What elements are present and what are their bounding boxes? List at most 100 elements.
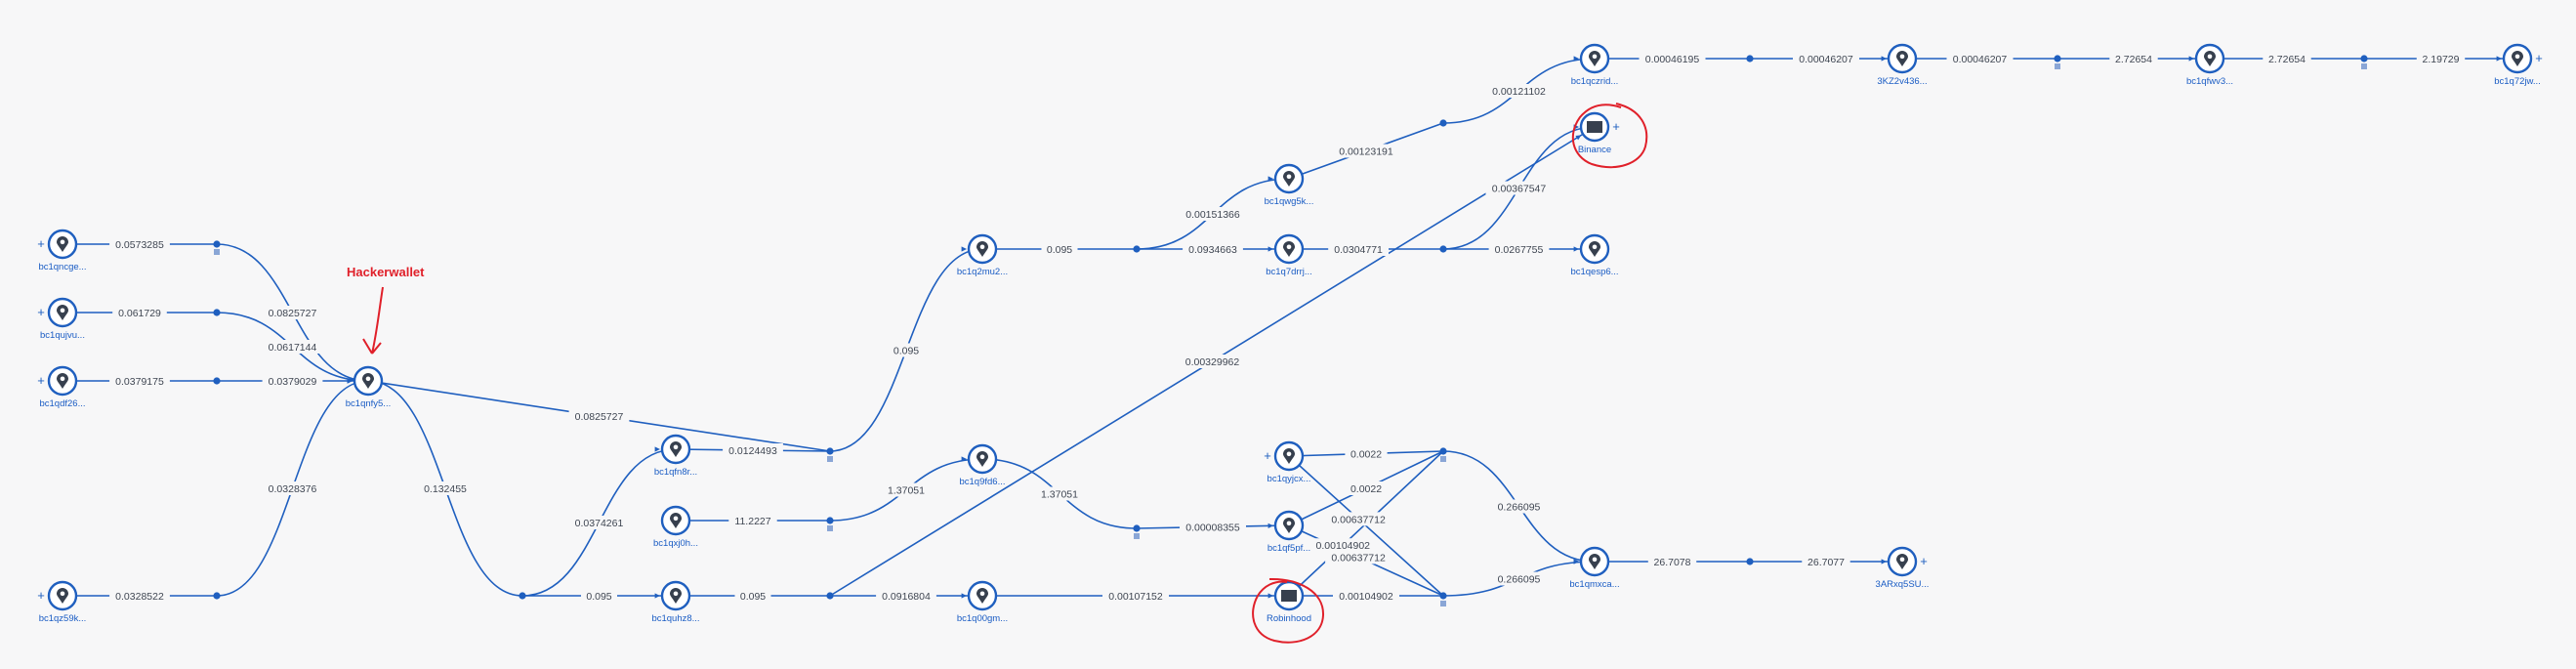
address-node-ring[interactable] (1887, 43, 1918, 74)
address-node-label[interactable]: bc1qwg5k... (1265, 196, 1314, 207)
collapsed-outputs-icon[interactable] (2361, 63, 2367, 69)
transaction-junction-dot[interactable] (213, 377, 221, 385)
address-node-label[interactable]: bc1q9fd6... (959, 477, 1005, 487)
transaction-junction-dot[interactable] (1439, 592, 1447, 600)
address-node-label[interactable]: bc1quhz8... (651, 613, 699, 624)
address-node-label[interactable]: bc1qfn8r... (654, 467, 697, 478)
address-node-label[interactable]: bc1q2mu2... (957, 267, 1008, 277)
address-node-label[interactable]: 3KZ2v436... (1877, 76, 1927, 87)
transaction-junction-dot[interactable] (2360, 55, 2368, 63)
transaction-junction-dot[interactable] (826, 592, 834, 600)
address-node-ring[interactable] (2502, 43, 2533, 74)
address-node[interactable]: bc1qnfy5... (346, 365, 391, 409)
address-node-ring[interactable] (1273, 233, 1305, 265)
address-node[interactable]: bc1qujvu...+ (37, 297, 85, 341)
transaction-junction-dot[interactable] (1746, 558, 1754, 565)
transaction-junction-dot[interactable] (1439, 447, 1447, 455)
transaction-junction-dot[interactable] (1439, 119, 1447, 127)
address-node[interactable]: bc1q72jw... + (2494, 43, 2543, 87)
address-node[interactable]: bc1qfn8r... (654, 434, 697, 478)
address-node[interactable]: bc1q00gm... (957, 580, 1008, 624)
address-node[interactable]: bc1qyjcx... + (1264, 440, 1311, 484)
address-node[interactable]: bc1qdf26... + (37, 365, 86, 409)
expand-node-plus-icon[interactable]: + (1612, 119, 1620, 134)
address-node-ring[interactable] (1273, 440, 1305, 472)
address-node-ring[interactable] (1579, 43, 1610, 74)
collapsed-outputs-icon[interactable] (1440, 456, 1446, 462)
address-node-ring[interactable] (47, 229, 78, 260)
address-node-label[interactable]: bc1qxj0h... (653, 538, 698, 549)
address-node-ring[interactable] (660, 505, 691, 536)
address-node-label[interactable]: bc1qmxca... (1569, 579, 1619, 590)
address-node-ring[interactable] (1273, 163, 1305, 194)
address-node[interactable]: bc1qesp6... (1570, 233, 1619, 277)
address-node-ring[interactable] (660, 580, 691, 611)
address-node-ring[interactable] (47, 365, 78, 397)
address-node-label[interactable]: bc1q00gm... (957, 613, 1008, 624)
expand-node-plus-icon[interactable]: + (37, 305, 45, 319)
transaction-junction-dot[interactable] (1746, 55, 1754, 63)
address-node[interactable]: bc1q9fd6... (959, 443, 1006, 487)
address-node-label[interactable]: bc1qnfy5... (346, 398, 391, 409)
address-node-ring[interactable] (353, 365, 384, 397)
expand-node-plus-icon[interactable]: + (37, 588, 45, 603)
address-node-ring[interactable] (47, 580, 78, 611)
address-node-ring[interactable] (967, 443, 998, 475)
address-node-label[interactable]: bc1q72jw... (2494, 76, 2541, 87)
collapsed-outputs-icon[interactable] (214, 249, 220, 255)
address-node-ring[interactable] (1273, 510, 1305, 541)
address-node-label[interactable]: bc1qesp6... (1570, 267, 1618, 277)
transaction-junction-dot[interactable] (826, 517, 834, 524)
address-node[interactable]: bc1quhz8... (651, 580, 700, 624)
address-node-label[interactable]: bc1qncge... (38, 262, 86, 272)
address-node-ring[interactable] (1579, 546, 1610, 577)
transaction-junction-dot[interactable] (213, 592, 221, 600)
address-node-label[interactable]: bc1qfwv3... (2186, 76, 2233, 87)
address-node-ring[interactable] (2194, 43, 2225, 74)
address-node[interactable]: bc1qwg5k... (1265, 163, 1314, 207)
address-node-ring[interactable] (1887, 546, 1918, 577)
address-node-label[interactable]: bc1qczrid... (1571, 76, 1619, 87)
address-node-ring[interactable] (1579, 233, 1610, 265)
transaction-edge[interactable] (1288, 455, 1444, 597)
expand-node-plus-icon[interactable]: + (2535, 51, 2543, 65)
address-node[interactable]: bc1q7drrj... (1266, 233, 1312, 277)
address-node-ring[interactable] (47, 297, 78, 328)
address-node[interactable]: 3ARxq5SU...+ (1876, 546, 1930, 590)
address-node-label[interactable]: bc1qz59k... (39, 613, 87, 624)
transaction-junction-dot[interactable] (213, 309, 221, 316)
transaction-junction-dot[interactable] (2054, 55, 2061, 63)
transaction-junction-dot[interactable] (826, 447, 834, 455)
address-node-label[interactable]: bc1qdf26... (39, 398, 85, 409)
address-node[interactable]: bc1qncge... + (37, 229, 87, 272)
address-node[interactable]: bc1qfwv3... (2186, 43, 2233, 87)
transaction-junction-dot[interactable] (1133, 245, 1141, 253)
expand-node-plus-icon[interactable]: + (1264, 448, 1271, 463)
address-node[interactable]: bc1qz59k... + (37, 580, 87, 624)
transaction-junction-dot[interactable] (1439, 245, 1447, 253)
address-node[interactable]: 3KZ2v436... (1877, 43, 1928, 87)
address-node[interactable]: Robinhood (1267, 580, 1311, 624)
expand-node-plus-icon[interactable]: + (1920, 554, 1928, 568)
collapsed-outputs-icon[interactable] (2055, 63, 2060, 69)
address-node[interactable]: Binance + (1578, 111, 1620, 155)
address-node-label[interactable]: bc1qf5pf... (1267, 543, 1310, 554)
address-node[interactable]: bc1qmxca... (1569, 546, 1620, 590)
transaction-junction-dot[interactable] (213, 240, 221, 248)
address-node[interactable]: bc1qf5pf... (1267, 510, 1310, 554)
address-node-label[interactable]: Binance (1578, 145, 1611, 155)
address-node-label[interactable]: Robinhood (1267, 613, 1311, 624)
collapsed-outputs-icon[interactable] (827, 525, 833, 531)
address-node-ring[interactable] (967, 580, 998, 611)
address-node-ring[interactable] (967, 233, 998, 265)
address-node[interactable]: bc1qczrid... (1571, 43, 1619, 87)
collapsed-outputs-icon[interactable] (1440, 601, 1446, 606)
transaction-junction-dot[interactable] (1133, 524, 1141, 532)
expand-node-plus-icon[interactable]: + (37, 373, 45, 388)
expand-node-plus-icon[interactable]: + (37, 236, 45, 251)
address-node[interactable]: bc1qxj0h... (653, 505, 698, 549)
address-node-ring[interactable] (660, 434, 691, 465)
address-node-label[interactable]: bc1qyjcx... (1267, 474, 1311, 484)
collapsed-outputs-icon[interactable] (1134, 533, 1140, 539)
